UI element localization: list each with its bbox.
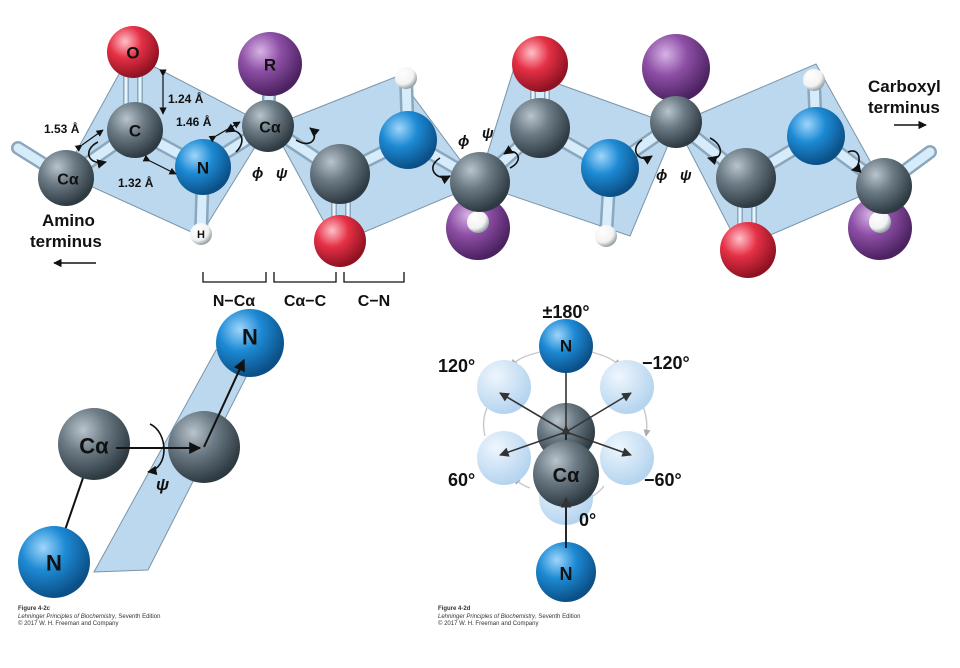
psi-label: ψ: [276, 165, 288, 182]
book-citation: Lehninger Principles of Biochemistry, Se…: [438, 613, 581, 620]
r-group-atom: [238, 32, 302, 96]
atoms: [38, 26, 912, 278]
svg-text:terminus: terminus: [30, 232, 102, 251]
nitrogen-atom: [216, 309, 284, 377]
panel-d: N Cα N ±180° 120° −120° 60° −60° 0°: [438, 302, 690, 602]
bond-length-ca-c: 1.53 Å: [44, 121, 80, 136]
atom-label-c: C: [129, 122, 141, 141]
carbonyl-carbon-atom: [510, 98, 570, 158]
panel-c: N Cα N ψ: [18, 309, 284, 598]
nitrogen-atom: [175, 139, 231, 195]
alpha-carbon-atom: [650, 96, 702, 148]
atom-label-ca: Cα: [57, 172, 79, 189]
carbonyl-carbon-atom: [716, 148, 776, 208]
hydrogen-atom: [869, 211, 891, 233]
bond-length-c-o: 1.24 Å: [168, 91, 204, 106]
nitrogen-atom: [18, 526, 90, 598]
faded-nitrogen-atom: [477, 431, 531, 485]
nitrogen-atom: [379, 111, 437, 169]
angle-label-neg-60: −60°: [644, 470, 682, 490]
atom-label-h: H: [197, 229, 205, 241]
angle-label-neg-120: −120°: [642, 353, 690, 373]
bond-length-annotations: 1.53 Å 1.24 Å 1.46 Å 1.32 Å: [44, 69, 241, 190]
psi-label: ψ: [156, 475, 169, 494]
atom-label-ca: Cα: [79, 434, 109, 459]
angle-label-120: 120°: [438, 356, 475, 376]
hydrogen-atom: [595, 225, 617, 247]
carbonyl-carbon-atom: [310, 144, 370, 204]
figure-caption-c: Figure 4-2c Lehninger Principles of Bioc…: [18, 606, 160, 629]
alpha-carbon-atom: [58, 408, 130, 480]
amino-terminus-label: Amino terminus: [30, 211, 102, 268]
svg-text:terminus: terminus: [868, 98, 940, 117]
faded-nitrogen-atom: [600, 431, 654, 485]
carbonyl-carbon-atom: [107, 102, 163, 158]
bond-length-c-n: 1.32 Å: [118, 175, 154, 190]
nitrogen-atom: [536, 542, 596, 602]
hydrogen-atom: [467, 211, 489, 233]
oxygen-atom: [512, 36, 568, 92]
hydrogen-atom: [395, 67, 417, 89]
angle-label-60: 60°: [448, 470, 475, 490]
alpha-carbon-atom: [856, 158, 912, 214]
atom-label-o: O: [126, 44, 139, 63]
atom-label-n: N: [560, 337, 572, 356]
alpha-carbon-atom: [242, 100, 294, 152]
alpha-carbon-atom: [38, 150, 94, 206]
atom-label-n: N: [46, 551, 62, 576]
psi-label: ψ: [680, 167, 692, 184]
nitrogen-atom: [539, 319, 593, 373]
bond-length-n-ca: 1.46 Å: [176, 114, 212, 129]
angle-label-0: 0°: [579, 510, 596, 530]
book-citation: Lehninger Principles of Biochemistry, Se…: [18, 613, 161, 620]
phi-label: ϕ: [656, 167, 667, 184]
figure-caption-d: Figure 4-2d Lehninger Principles of Bioc…: [438, 606, 580, 629]
bond-brackets: [202, 272, 405, 283]
figure-number: Figure 4-2d: [438, 606, 471, 612]
carboxyl-terminus-label: Carboxyl terminus: [868, 77, 941, 130]
atom-label-n: N: [560, 564, 573, 584]
oxygen-atom: [720, 222, 776, 278]
atom-label-n: N: [197, 159, 209, 178]
figure-number: Figure 4-2c: [18, 606, 51, 612]
atom-label-n: N: [242, 325, 258, 350]
oxygen-atom: [314, 215, 366, 267]
atom-label-r: R: [264, 56, 276, 75]
svg-text:Carboxyl: Carboxyl: [868, 77, 941, 96]
faded-nitrogen-atom: [600, 360, 654, 414]
hydrogen-atom: [803, 69, 825, 91]
rotation-arrow-icon: [87, 123, 862, 185]
oxygen-atom: [107, 26, 159, 78]
copyright: © 2017 W. H. Freeman and Company: [18, 621, 119, 627]
psi-label: ψ: [482, 125, 494, 142]
bond-label-ca-c: Cα−C: [284, 293, 327, 310]
rotation-arrow-icon: [147, 423, 165, 476]
nitrogen-atom: [787, 107, 845, 165]
bond-label-c-n: C−N: [358, 293, 390, 310]
phi-label: ϕ: [252, 165, 263, 182]
dihedral-labels: ϕ ψ ϕ ψ ϕ ψ: [252, 125, 692, 184]
bond-label-n-ca: N−Cα: [213, 293, 255, 310]
alpha-carbon-atom: [533, 441, 599, 507]
alpha-carbon-atom: [450, 152, 510, 212]
svg-text:Amino: Amino: [42, 211, 95, 230]
phi-label: ϕ: [458, 133, 469, 150]
hydrogen-atom: [190, 223, 212, 245]
angle-label-180: ±180°: [542, 302, 589, 322]
copyright: © 2017 W. H. Freeman and Company: [438, 621, 539, 627]
atom-labels: O C Cα N H R Cα: [57, 44, 281, 242]
atom-label-ca: Cα: [553, 465, 580, 487]
atom-label-ca: Cα: [259, 120, 281, 137]
faded-nitrogen-atom: [477, 360, 531, 414]
r-group-atom: [642, 34, 710, 102]
nitrogen-atom: [581, 139, 639, 197]
